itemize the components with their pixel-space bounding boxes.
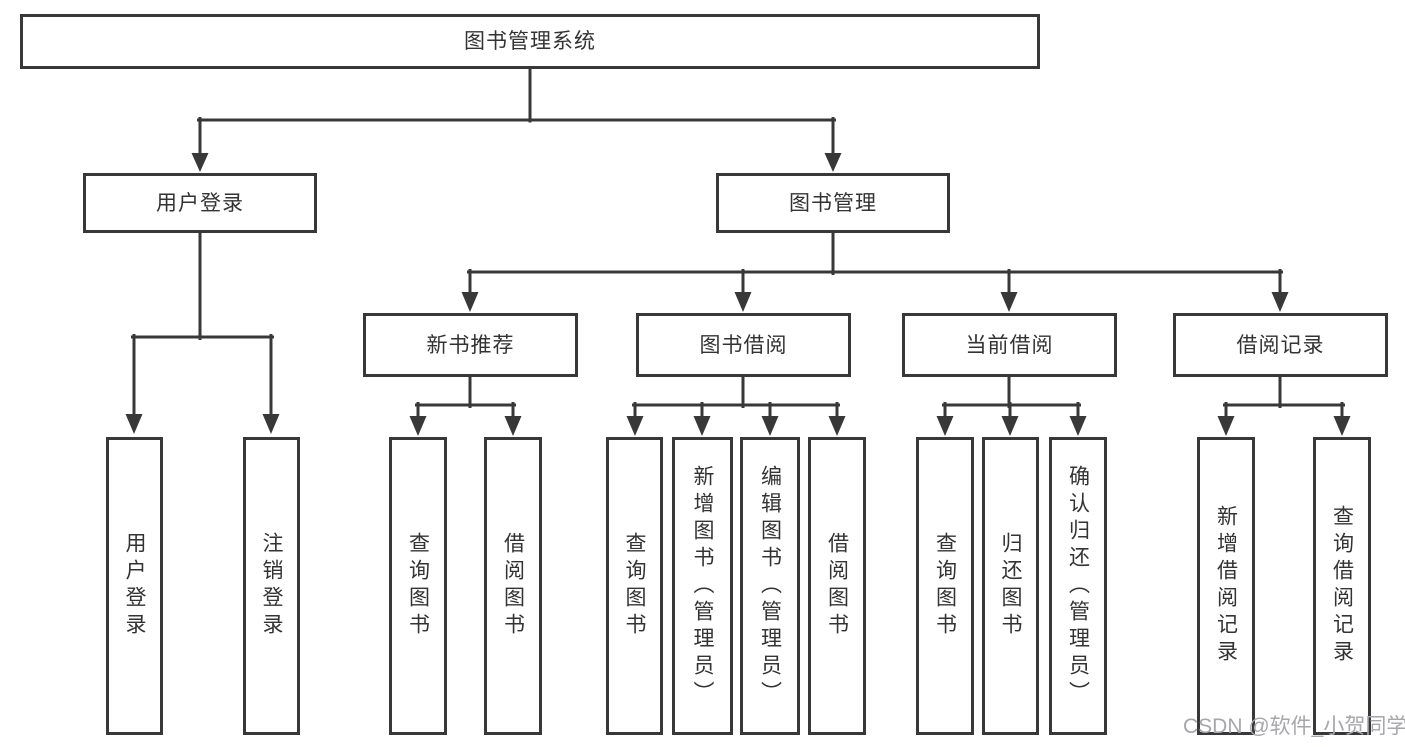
node-book-management: 图书管理 [716,173,950,233]
leaf-bb-add-books-admin: 新增图书（管理员） [672,437,733,735]
node-borrow-records-label: 借阅记录 [1236,333,1325,357]
leaf-nbr-borrow-books-label: 借阅图书 [501,532,525,640]
node-user-login: 用户登录 [83,173,317,233]
leaf-cb-query-books-label: 查询图书 [933,532,957,640]
leaf-logout: 注销登录 [243,437,300,735]
node-library-system: 图书管理系统 [20,14,1040,69]
leaf-user-login: 用户登录 [106,437,163,735]
leaf-cb-return-books: 归还图书 [982,437,1039,735]
node-book-borrow-label: 图书借阅 [699,333,788,357]
node-current-borrow: 当前借阅 [902,313,1117,377]
leaf-cb-return-books-label: 归还图书 [999,532,1022,640]
leaf-bb-query-books-label: 查询图书 [623,532,646,640]
leaf-br-query-record: 查询借阅记录 [1313,437,1371,735]
leaf-cb-confirm-return-admin-label: 确认归还（管理员） [1066,464,1090,708]
leaf-nbr-query-books: 查询图书 [389,437,447,735]
node-book-borrow: 图书借阅 [636,313,851,377]
node-library-system-label: 图书管理系统 [464,30,596,53]
leaf-bb-borrow-books: 借阅图书 [808,437,866,735]
leaf-br-add-record: 新增借阅记录 [1197,437,1255,735]
connector-user-login-children [125,231,280,434]
node-new-book-recommend-label: 新书推荐 [426,333,515,357]
node-borrow-records: 借阅记录 [1173,313,1388,377]
leaf-user-login-label: 用户登录 [123,532,146,640]
connector-current-borrow-children [936,375,1087,436]
leaf-cb-query-books: 查询图书 [916,437,974,735]
leaf-bb-query-books: 查询图书 [606,437,663,735]
leaf-bb-edit-books-admin: 编辑图书（管理员） [740,437,800,735]
leaf-nbr-query-books-label: 查询图书 [406,532,430,640]
node-book-management-label: 图书管理 [789,191,877,215]
connector-book-borrow-children [626,375,846,436]
connector-borrow-records-children [1217,375,1351,436]
connector-new-book-recommend-children [409,375,522,436]
leaf-nbr-borrow-books: 借阅图书 [484,437,542,735]
connector-root-to-level2 [191,66,842,172]
leaf-br-query-record-label: 查询借阅记录 [1330,505,1354,667]
node-current-borrow-label: 当前借阅 [965,333,1054,357]
connector-book-management-to-modules [461,231,1289,312]
csdn-watermark: CSDN @软件_小贺同学 [1183,715,1405,738]
leaf-br-add-record-label: 新增借阅记录 [1214,505,1238,667]
leaf-bb-edit-books-admin-label: 编辑图书（管理员） [758,464,782,708]
node-new-book-recommend: 新书推荐 [363,313,578,377]
leaf-bb-borrow-books-label: 借阅图书 [825,532,849,640]
node-user-login-label: 用户登录 [156,191,244,215]
leaf-cb-confirm-return-admin: 确认归还（管理员） [1049,437,1107,735]
leaf-logout-label: 注销登录 [260,532,283,640]
leaf-bb-add-books-admin-label: 新增图书（管理员） [691,464,714,708]
